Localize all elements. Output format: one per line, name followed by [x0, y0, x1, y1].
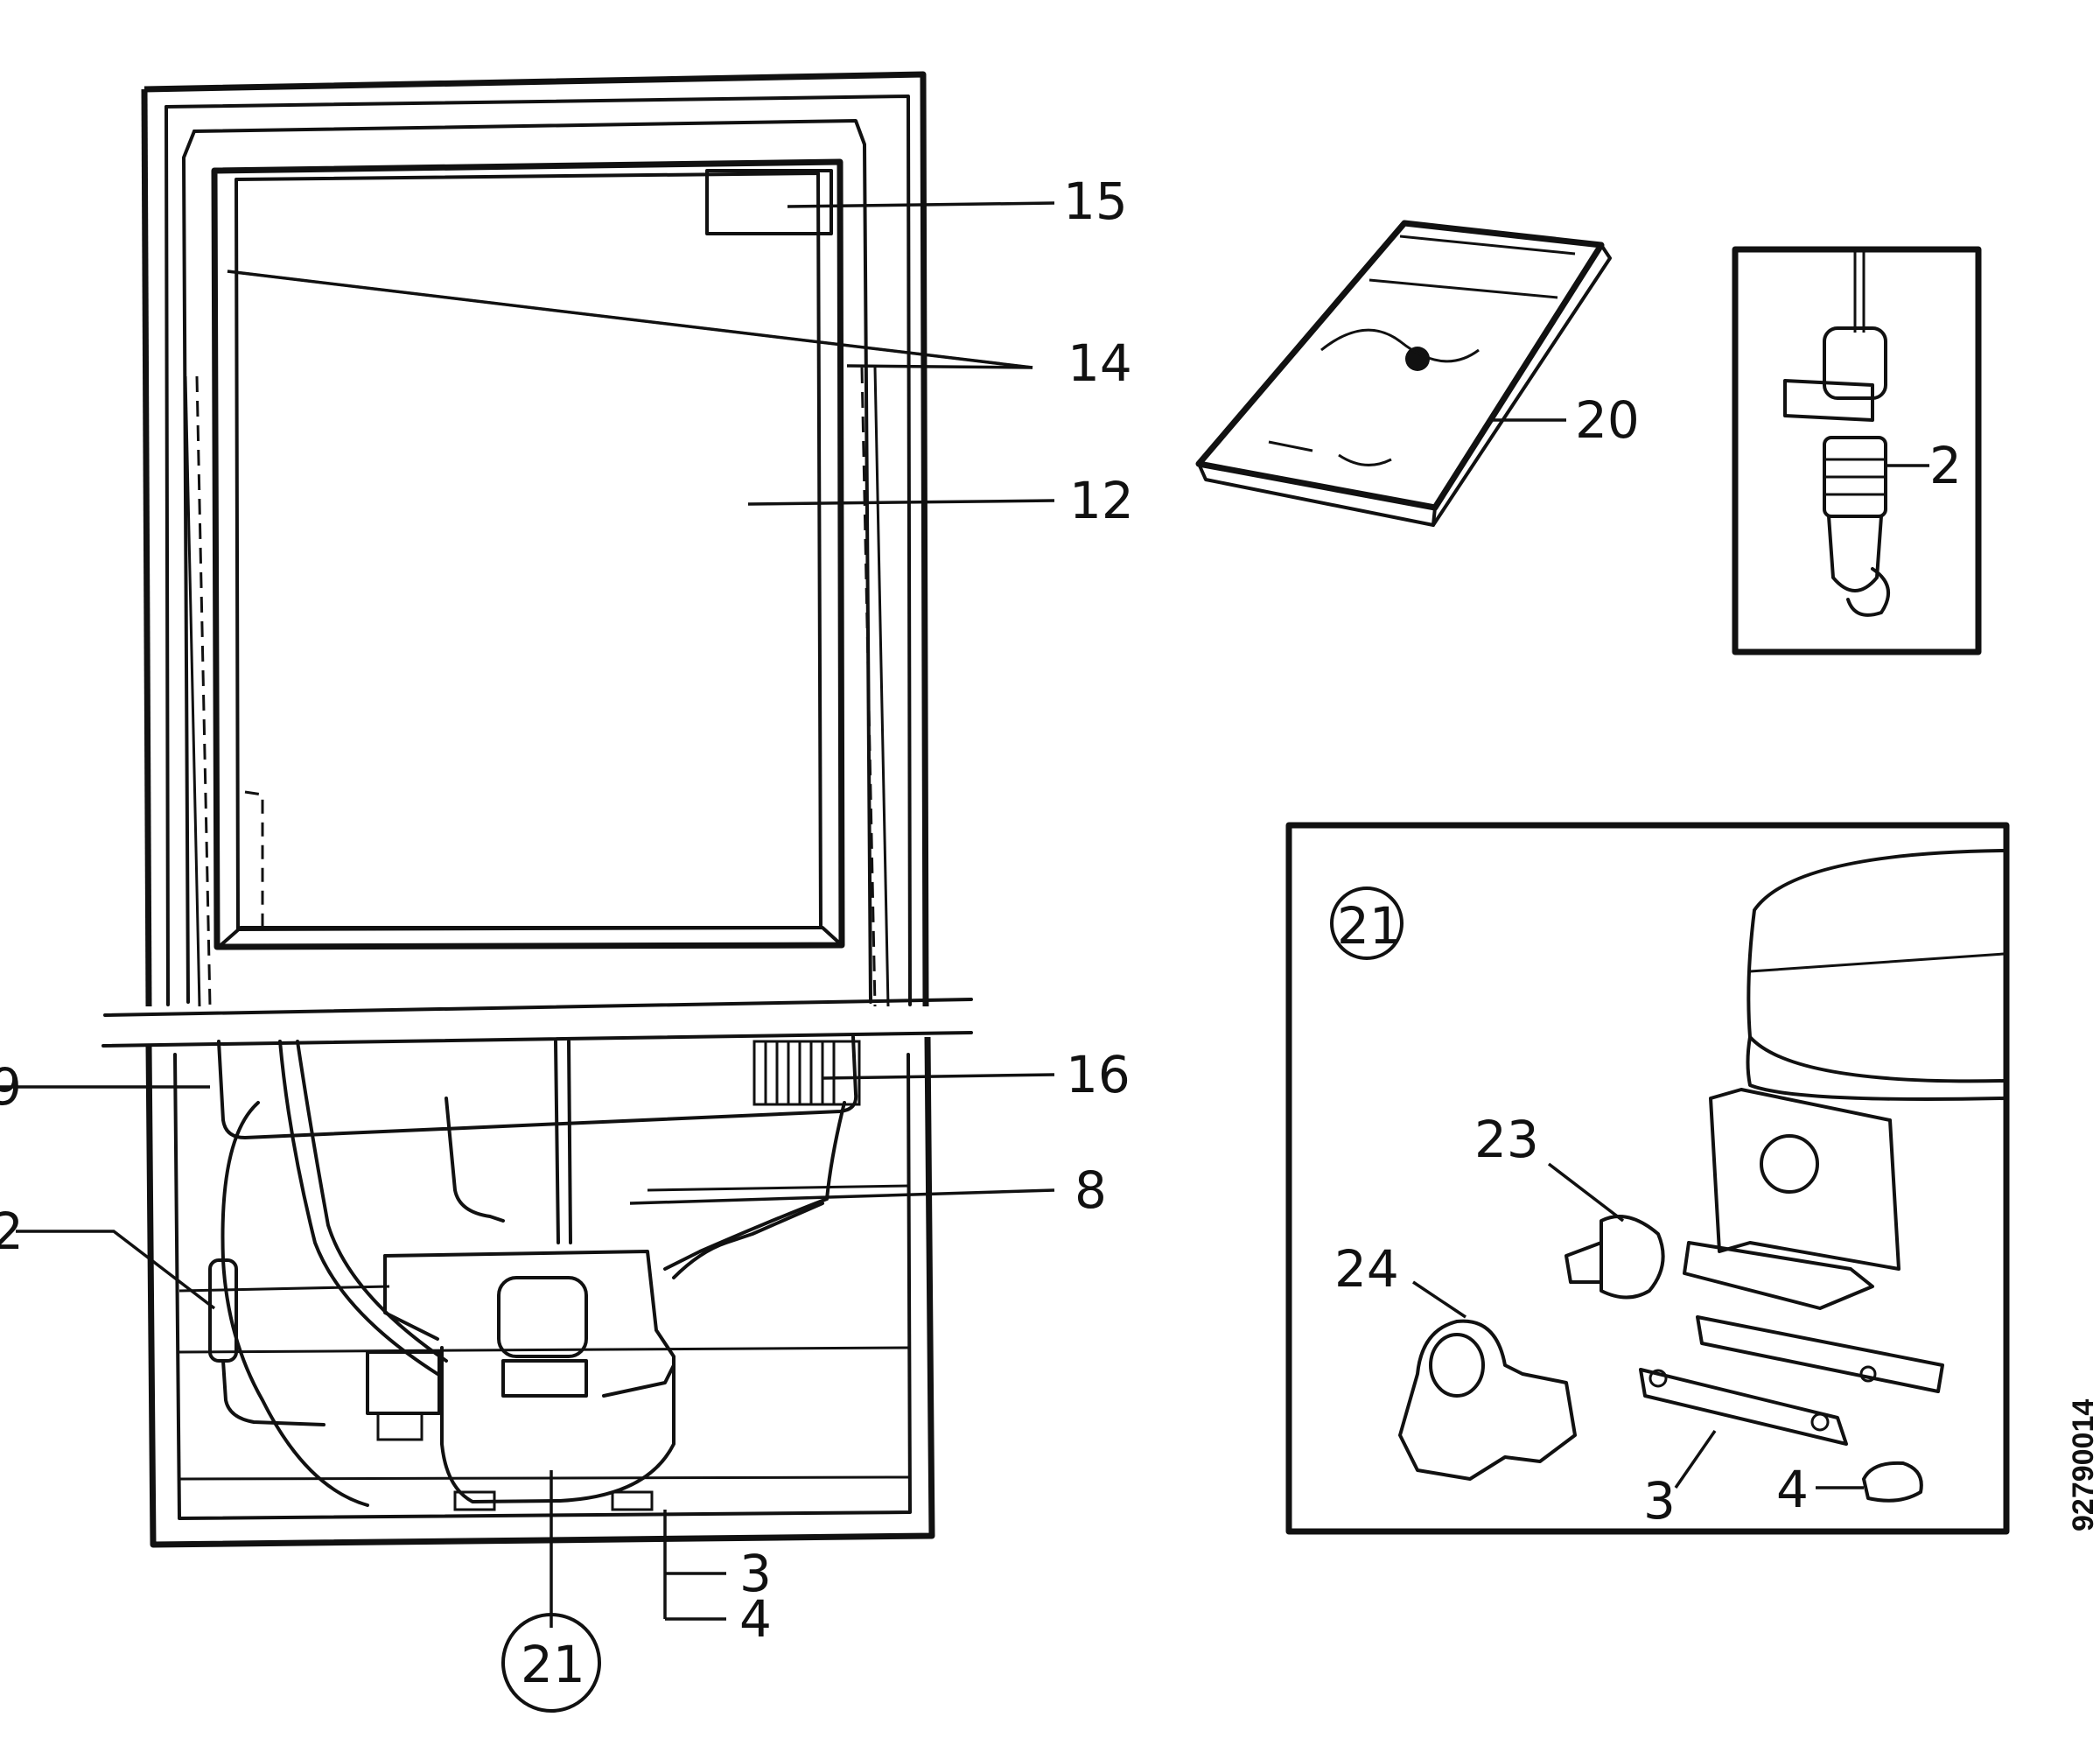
- inset-compressor: [1285, 822, 2010, 1535]
- condenser-fins: [752, 1040, 861, 1106]
- callout-20: 20: [1575, 390, 1640, 450]
- callout-21-inset: 21: [1337, 896, 1402, 956]
- callout-2-inset: 2: [1929, 436, 1962, 495]
- manual-booklet: [1195, 220, 1612, 527]
- callout-23: 23: [1474, 1110, 1539, 1169]
- compressor-compartment: [145, 1035, 935, 1548]
- callout-21-bottom: 21: [521, 1635, 585, 1694]
- callout-9: 9: [0, 1057, 22, 1117]
- break-lines: [102, 998, 973, 1048]
- drawing-code: 92790014: [2067, 1399, 2100, 1531]
- callout-14: 14: [1068, 333, 1132, 393]
- callout-15: 15: [1063, 172, 1128, 231]
- cabinet-outline: [141, 71, 1033, 1007]
- callout-4-inset: 4: [1776, 1460, 1809, 1519]
- inset-filter-drier: [1732, 246, 1982, 655]
- leader-lines-main: [0, 201, 1055, 1628]
- callout-12: 12: [1069, 471, 1134, 530]
- callout-3-bottom: 3: [739, 1544, 772, 1603]
- callout-16: 16: [1066, 1045, 1130, 1104]
- callout-4-bottom: 4: [739, 1589, 772, 1649]
- callout-labels: 15 14 12 20 2 9 2 16 8 3 4 21 21 23 24 3…: [0, 172, 1962, 1713]
- callout-24: 24: [1334, 1239, 1399, 1299]
- callout-3-inset: 3: [1643, 1471, 1676, 1531]
- callout-21-bottom-circle: [501, 1613, 601, 1713]
- callout-2-left: 2: [0, 1202, 24, 1261]
- callout-8: 8: [1074, 1160, 1107, 1220]
